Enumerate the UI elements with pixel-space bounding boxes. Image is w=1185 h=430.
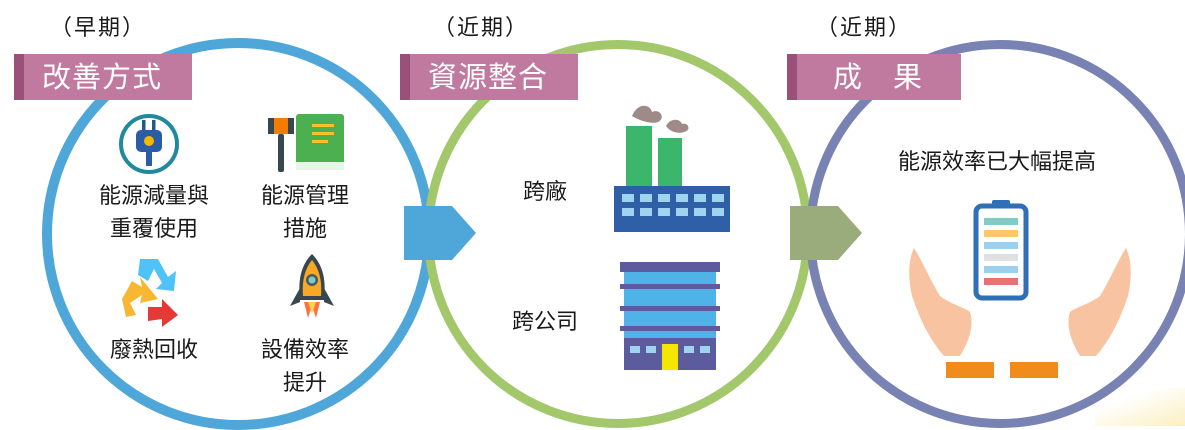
corner-glow (1095, 388, 1185, 426)
integration-label-cross-company: 跨公司 (511, 310, 578, 335)
rocket-icon (290, 254, 334, 318)
stage-1-circle (42, 38, 434, 430)
factory-icon (614, 105, 730, 232)
hands-battery-icon (909, 200, 1131, 378)
method-label-energy-management: 能源管理 措施 (260, 184, 349, 242)
gavel-book-icon (268, 114, 344, 172)
title-banner-improvement: 改善方式 (14, 54, 192, 100)
method-label-energy-reduction: 能源減量與 重覆使用 (98, 184, 209, 242)
phase-label-recent-1: （近期） (433, 16, 530, 41)
title-banner-result: 成 果 (787, 54, 961, 100)
method-label-waste-heat: 廢熱回收 (109, 338, 198, 363)
phase-label-early: （早期） (50, 16, 147, 41)
office-building-icon (620, 262, 720, 370)
power-plug-icon (119, 114, 179, 174)
arrow-2-icon (790, 206, 862, 260)
result-label: 能源效率已大幅提高 (897, 150, 1096, 175)
arrow-1-icon (404, 206, 476, 260)
integration-label-cross-plant: 跨廠 (522, 180, 567, 205)
title-banner-integration: 資源整合 (400, 54, 578, 100)
recycle-icon (122, 259, 178, 327)
phase-label-recent-2: （近期） (816, 16, 913, 41)
method-label-equipment-efficiency: 設備效率 提升 (260, 338, 349, 396)
